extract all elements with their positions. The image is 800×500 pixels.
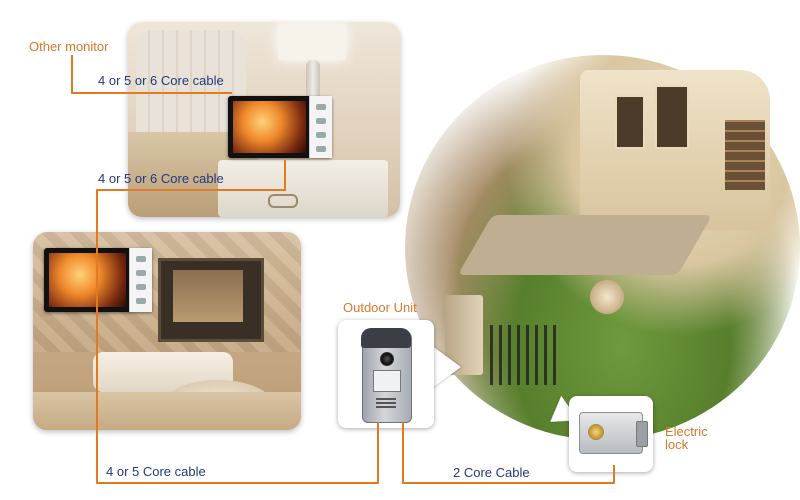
wire-outdoor-to-lock	[402, 422, 615, 484]
electric-lock-label: Electric lock	[665, 425, 708, 451]
cable-middle-label: 4 or 5 or 6 Core cable	[98, 171, 224, 186]
cable-bottom-right-label: 2 Core Cable	[453, 465, 530, 480]
garden-fountain	[590, 280, 624, 314]
bedroom-photo	[128, 22, 400, 217]
other-monitor-device	[228, 96, 332, 158]
headboard	[136, 30, 246, 150]
lamp	[278, 24, 346, 60]
other-monitor-label: Other monitor	[29, 39, 109, 54]
outdoor-unit-callout	[431, 345, 461, 389]
outdoor-unit-device	[361, 328, 412, 423]
monitor-screen	[49, 253, 126, 307]
monitor-screen	[233, 101, 306, 153]
house-window	[615, 95, 645, 149]
wire-other-monitor	[71, 55, 232, 94]
rain-hood	[361, 328, 411, 348]
electric-lock-label-line2: lock	[665, 437, 689, 452]
lock-cylinder	[588, 424, 604, 440]
drawer-handle	[268, 194, 298, 208]
indoor-monitor-device	[44, 248, 152, 312]
monitor-buttons	[309, 96, 332, 158]
speaker-grille	[376, 396, 396, 408]
iron-gate	[490, 325, 560, 385]
outdoor-unit-card	[338, 320, 434, 428]
house-door	[725, 120, 765, 190]
electric-lock-device	[579, 412, 648, 454]
cable-top-label: 4 or 5 or 6 Core cable	[98, 73, 224, 88]
nightstand	[218, 160, 388, 217]
monitor-buttons	[129, 248, 152, 312]
electric-lock-card	[569, 396, 653, 472]
lock-bolt	[636, 421, 648, 447]
floor	[33, 392, 301, 430]
house-garden-photo	[405, 55, 800, 440]
cable-bottom-left-label: 4 or 5 Core cable	[106, 464, 206, 479]
electric-lock-label-line1: Electric	[665, 424, 708, 439]
nameplate	[373, 370, 401, 392]
wire-monitor-to-monitor	[96, 160, 286, 300]
wire-monitor-to-outdoor	[96, 300, 379, 484]
house-window	[655, 85, 689, 149]
outdoor-unit-label: Outdoor Unit	[343, 300, 417, 315]
camera-icon	[380, 352, 394, 366]
tv-picture	[173, 270, 243, 322]
